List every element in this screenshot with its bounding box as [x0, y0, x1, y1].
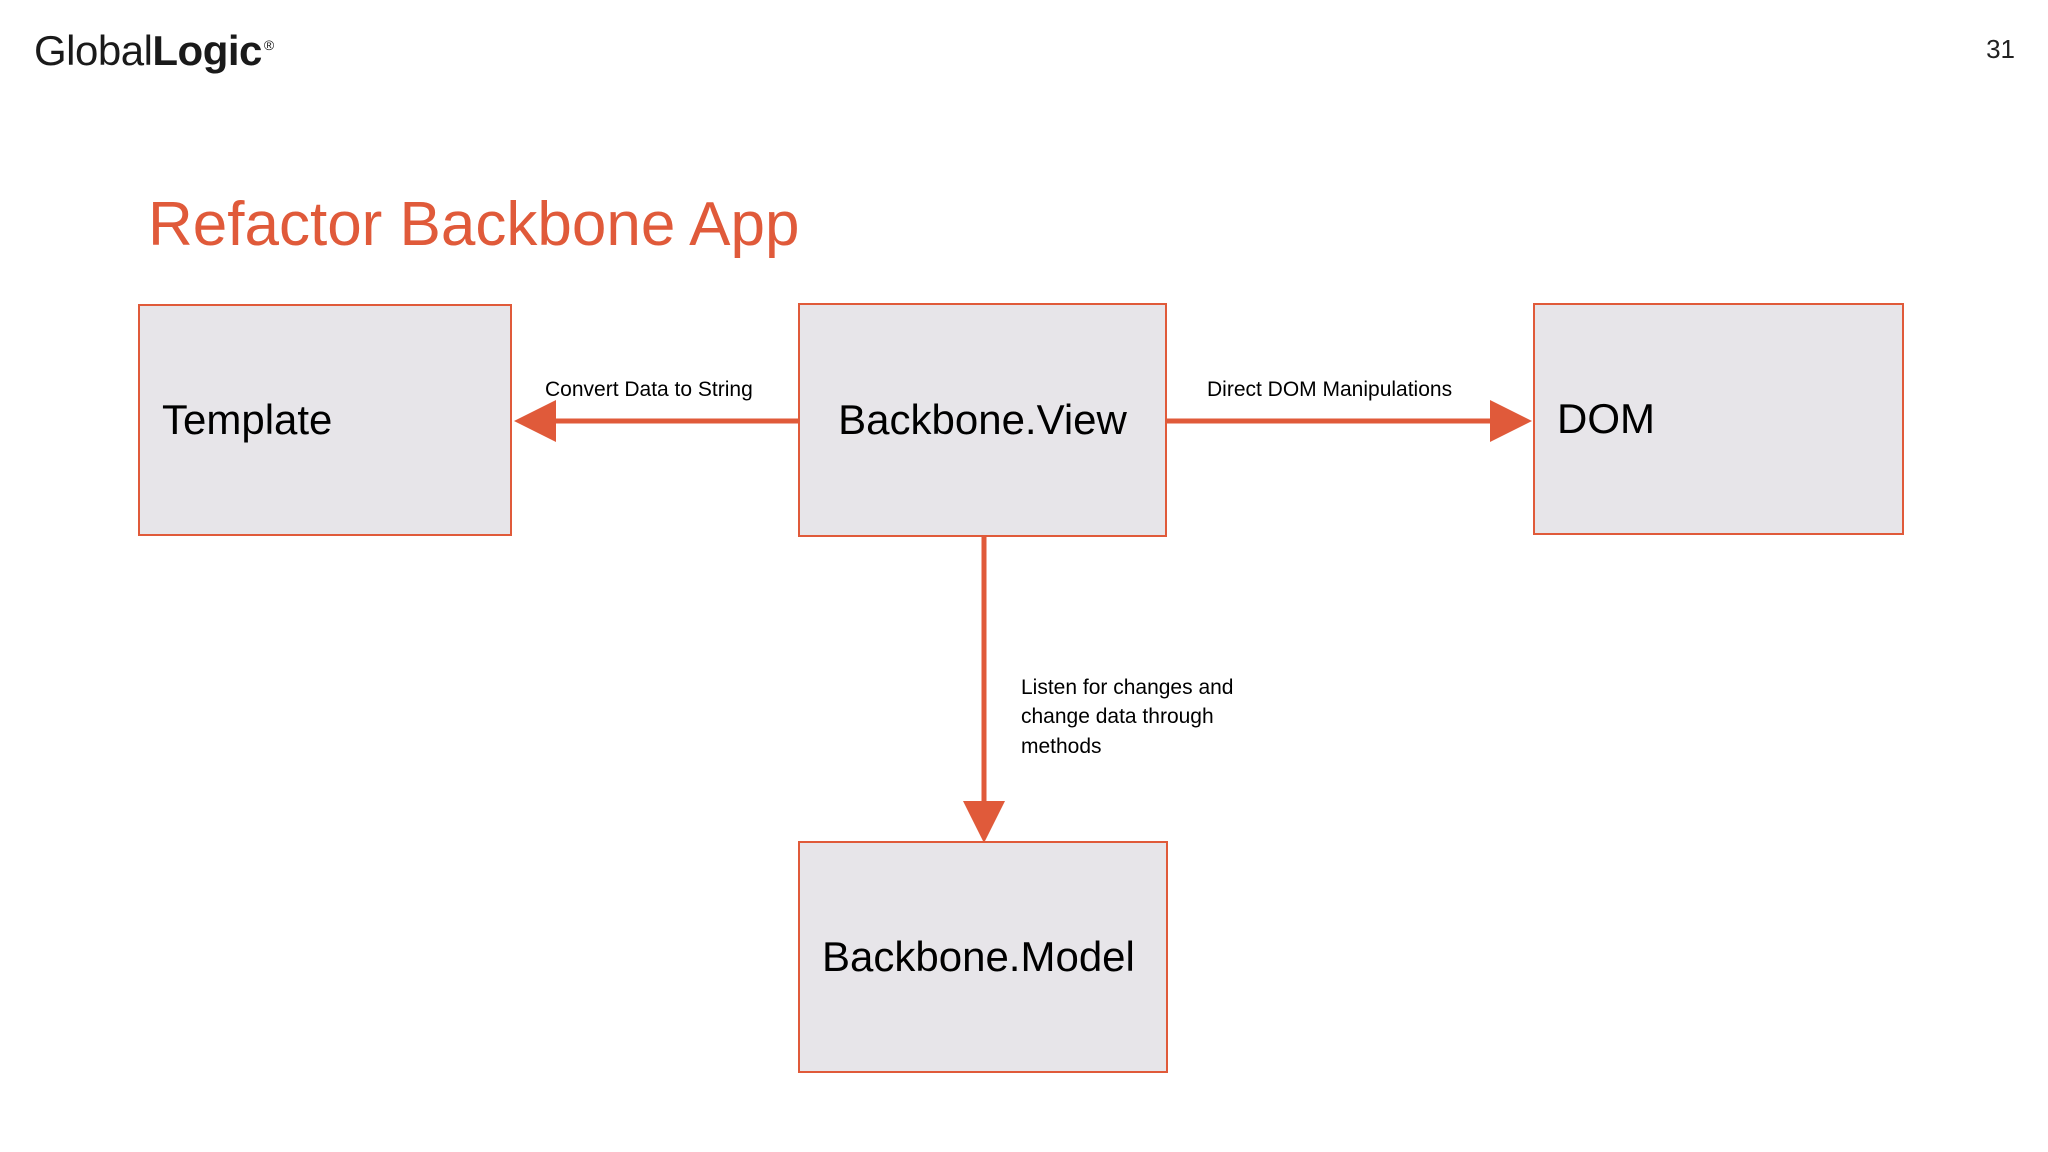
page-number: 31	[1986, 34, 2015, 64]
edge-view-to-model	[963, 537, 1005, 843]
node-label-backbone-view: Backbone.View	[838, 395, 1127, 443]
logo-text-global: Global	[34, 27, 153, 74]
diagram-node-backbone-view[interactable]: Backbone.View	[798, 303, 1167, 537]
registered-trademark-icon: ®	[263, 37, 274, 53]
node-label-dom: DOM	[1557, 394, 1655, 442]
edge-label-listen-for-changes: Listen for changes and change data throu…	[1021, 676, 1234, 758]
diagram-node-dom[interactable]: DOM	[1533, 303, 1904, 535]
edge-label-direct-dom-manipulations: Direct DOM Manipulations	[1207, 378, 1453, 401]
edge-view-to-dom	[1167, 400, 1532, 442]
node-label-backbone-model: Backbone.Model	[822, 932, 1135, 980]
diagram-node-backbone-model[interactable]: Backbone.Model	[798, 841, 1168, 1073]
edge-view-to-template	[514, 400, 798, 442]
page-title: Refactor Backbone App	[148, 189, 800, 259]
globallogic-logo: GlobalLogic®	[34, 30, 274, 72]
node-label-template: Template	[162, 395, 333, 443]
logo-text-logic: Logic	[152, 27, 262, 74]
edge-label-convert-data-to-string: Convert Data to String	[545, 378, 753, 401]
diagram-node-template[interactable]: Template	[138, 304, 512, 536]
